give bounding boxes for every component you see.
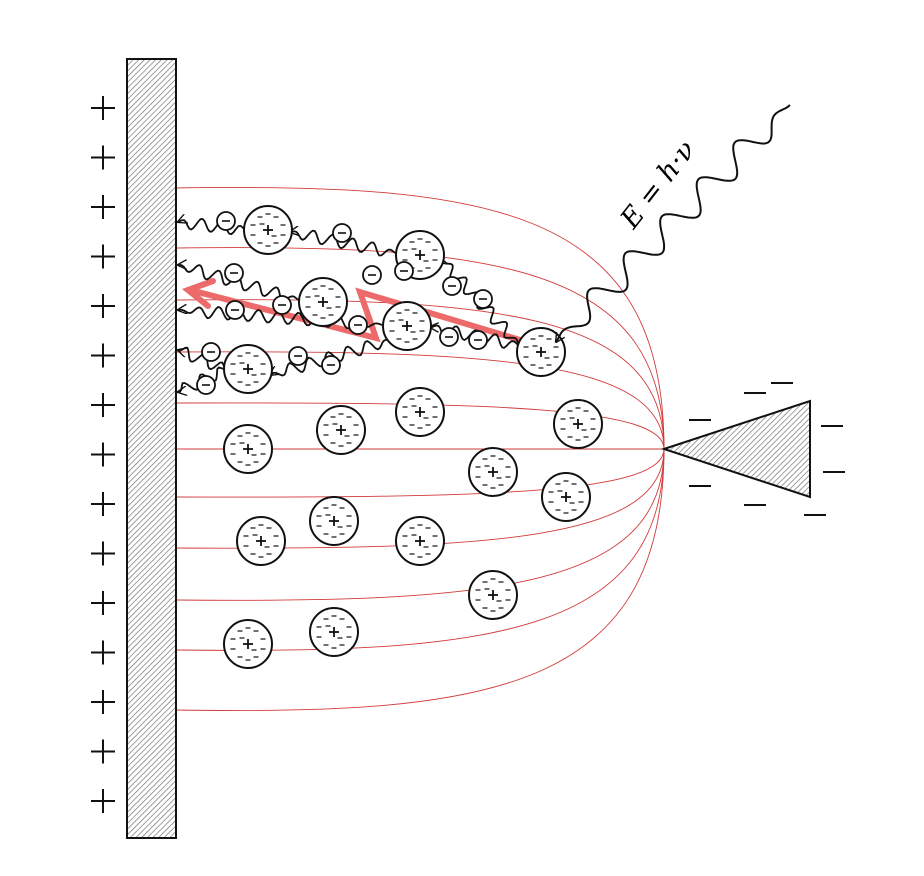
- plus-sign: [91, 591, 115, 615]
- free-electron: [272, 295, 292, 315]
- field-line: [175, 448, 665, 651]
- free-electron: [442, 276, 462, 296]
- positive-ion: [309, 607, 359, 657]
- field-line: [175, 186, 665, 450]
- positive-ion: [553, 399, 603, 449]
- plus-sign: [91, 492, 115, 516]
- anode-charge-signs: [91, 96, 115, 813]
- field-line: [175, 448, 665, 712]
- free-electron: [196, 375, 216, 395]
- positive-ion: [468, 447, 518, 497]
- field-line: [175, 247, 665, 450]
- positive-ion: [223, 344, 273, 394]
- plus-sign: [91, 96, 115, 120]
- field-line: [175, 448, 665, 498]
- free-electron: [332, 223, 352, 243]
- photon-wave: [556, 104, 791, 342]
- field-line: [175, 402, 665, 450]
- free-electron: [394, 261, 414, 281]
- positive-ion: [236, 516, 286, 566]
- anode-plate: [126, 58, 177, 839]
- free-electron: [473, 289, 493, 309]
- field-line: [175, 448, 665, 601]
- positive-ion: [309, 496, 359, 546]
- free-electrons: [196, 211, 493, 395]
- electron-trajectory: [178, 219, 247, 236]
- plus-sign: [91, 541, 115, 566]
- field-line: [175, 448, 665, 549]
- positive-ion: [316, 405, 366, 455]
- free-electron: [288, 346, 308, 366]
- positive-ions: [223, 205, 603, 669]
- avalanche-arrowhead: [181, 278, 216, 309]
- plus-sign: [91, 640, 115, 665]
- free-electron: [224, 263, 244, 283]
- photon-energy-formula: E = h·ν: [614, 135, 702, 235]
- positive-ion: [468, 570, 518, 620]
- plus-sign: [91, 393, 115, 417]
- free-electron: [468, 330, 488, 350]
- plus-sign: [91, 789, 115, 813]
- free-electron: [362, 265, 382, 285]
- plus-sign: [91, 343, 115, 368]
- free-electron: [216, 211, 236, 231]
- plus-sign: [91, 195, 115, 219]
- free-electron: [348, 315, 368, 335]
- positive-ion: [541, 472, 591, 522]
- free-electron: [439, 327, 459, 347]
- positive-ion: [223, 424, 273, 474]
- plus-sign: [91, 690, 115, 714]
- positive-ion: [382, 301, 432, 351]
- cathode-charge-signs: [689, 382, 845, 516]
- free-electron: [225, 300, 245, 320]
- positive-ion: [243, 205, 293, 255]
- plus-sign: [91, 145, 115, 170]
- positive-ion: [395, 387, 445, 437]
- plus-sign: [91, 294, 115, 318]
- electron-trajectory: [290, 231, 397, 257]
- positive-ion: [223, 619, 273, 669]
- positive-ion: [516, 327, 566, 377]
- plus-sign: [91, 244, 115, 269]
- electron-trajectory: [178, 366, 226, 393]
- positive-ion: [395, 516, 445, 566]
- free-electron: [321, 355, 341, 375]
- plus-sign: [91, 442, 115, 467]
- electric-field-lines: [175, 186, 665, 712]
- free-electron: [201, 342, 221, 362]
- electron-trajectory: [270, 338, 393, 377]
- cathode-tip: [660, 399, 811, 499]
- positive-ion: [298, 277, 348, 327]
- plus-sign: [91, 739, 115, 764]
